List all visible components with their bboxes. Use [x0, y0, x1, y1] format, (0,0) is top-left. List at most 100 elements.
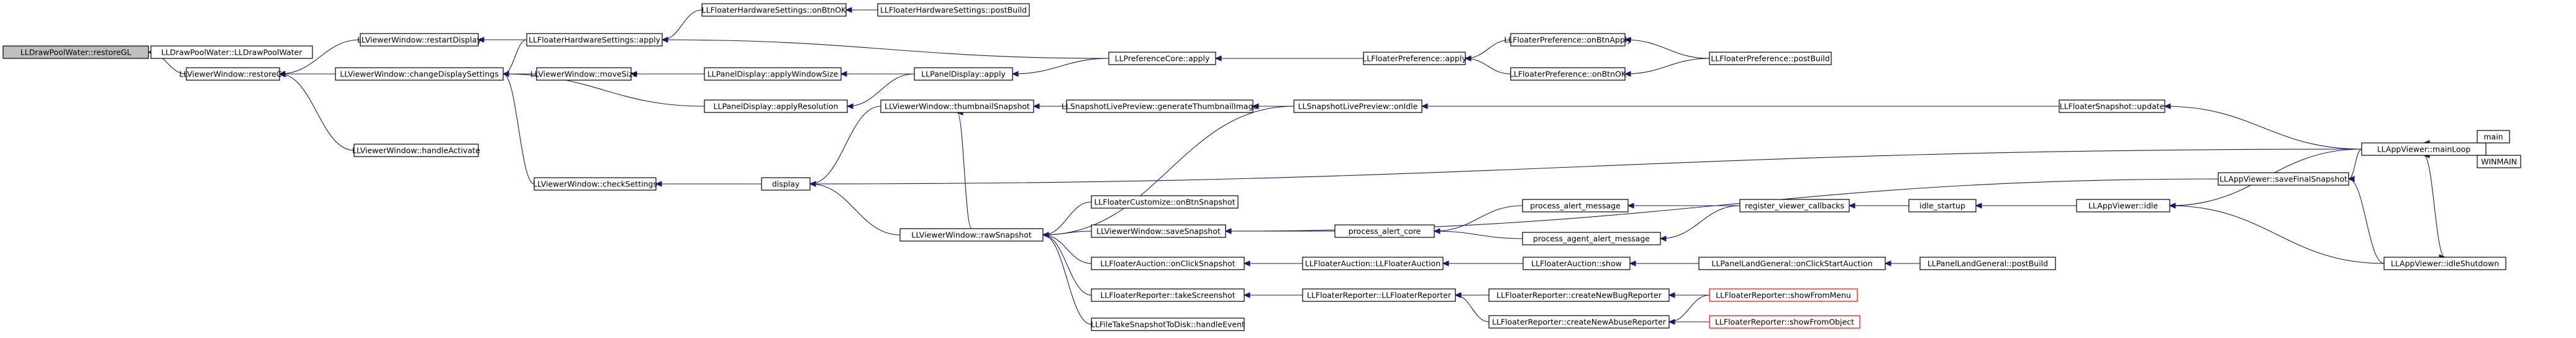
- node-llviewerwindow-checksettings[interactable]: LLViewerWindow::checkSettings: [533, 177, 657, 191]
- node-layer: LLDrawPoolWater::restoreGL LLDrawPoolWate…: [2, 3, 2521, 331]
- node-process-alert-core[interactable]: process_alert_core: [1334, 224, 1435, 238]
- node-llappviewer-savefinalsnapshot[interactable]: LLAppViewer::saveFinalSnapshot: [2218, 172, 2349, 186]
- node-llfloaterreporter-showfromobject[interactable]: LLFloaterReporter::showFromObject: [1709, 315, 1860, 329]
- node-label: LLViewerWindow::restoreGL: [180, 70, 287, 79]
- node-box: [186, 67, 280, 81]
- node-process-alert-message[interactable]: process_alert_message: [1522, 199, 1629, 212]
- node-llpaneldisplay-applywindowsize[interactable]: LLPanelDisplay::applyWindowSize: [704, 67, 842, 81]
- node-label: WINMAIN: [2481, 157, 2517, 167]
- node-llsnapshotlivepreview-onidle[interactable]: LLSnapshotLivePreview::onIdle: [1293, 99, 1422, 113]
- node-llpaneldisplay-applyresolution[interactable]: LLPanelDisplay::applyResolution: [704, 99, 848, 113]
- node-llfloaterpreference-onbtnok[interactable]: LLFloaterPreference::onBtnOK: [1509, 67, 1627, 81]
- node-llviewerwindow-changedisplaysettings[interactable]: LLViewerWindow::changeDisplaySettings: [335, 67, 504, 81]
- node-box: [1510, 33, 1626, 47]
- edge-llviewerwindow-thumbnailsnapshot-to-display: [809, 106, 881, 185]
- node-box: [1488, 315, 1670, 329]
- node-llfloaterpreference-postbuild[interactable]: LLFloaterPreference::postBuild: [1709, 52, 1832, 65]
- node-register-viewer-callbacks[interactable]: register_viewer_callbacks: [1739, 199, 1850, 212]
- node-llsnapshotlivepreview-generatethumbnailimage[interactable]: LLSnapshotLivePreview::generateThumbnail…: [1062, 99, 1258, 113]
- node-label: LLSnapshotLivePreview::generateThumbnail…: [1062, 102, 1258, 111]
- node-label: LLAppViewer::idleShutdown: [2391, 259, 2499, 268]
- node-llappviewer-idleshutdown[interactable]: LLAppViewer::idleShutdown: [2383, 257, 2506, 270]
- node-winmain[interactable]: WINMAIN: [2477, 155, 2521, 168]
- node-llfloaterauction-show[interactable]: LLFloaterAuction::show: [1522, 257, 1631, 270]
- node-llfloaterauction-onclicksnapshot[interactable]: LLFloaterAuction::onClickSnapshot: [1091, 257, 1245, 270]
- node-label: LLAppViewer::saveFinalSnapshot: [2219, 175, 2347, 184]
- node-llfloaterauction-llfloaterauction[interactable]: LLFloaterAuction::LLFloaterAuction: [1302, 257, 1444, 270]
- node-lldrawpoolwater-lldrawpoolwater[interactable]: LLDrawPoolWater::LLDrawPoolWater: [150, 45, 313, 59]
- node-llfiletakesnapshottodisk-handleevent[interactable]: LLFileTakeSnapshotToDisk::handleEvent: [1091, 317, 1245, 331]
- node-box: [1091, 288, 1245, 302]
- node-llviewerwindow-restoregl[interactable]: LLViewerWindow::restoreGL: [180, 67, 287, 81]
- edge-llappviewer-mainloop-to-display: [809, 148, 2362, 185]
- node-box: [704, 67, 842, 81]
- node-llfloaterpreference-onbtnapply[interactable]: LLFloaterPreference::onBtnApply: [1504, 33, 1632, 47]
- node-llpanellandgeneral-postbuild[interactable]: LLPanelLandGeneral::postBuild: [1919, 257, 2056, 270]
- edge-llappviewer-idleshutdown-to-llappviewer-idle: [2169, 205, 2385, 264]
- arrowhead-icon: [1668, 292, 1675, 298]
- arrowhead-icon: [477, 37, 485, 43]
- node-llfloaterreporter-createnewabusereporter[interactable]: LLFloaterReporter::createNewAbuseReporte…: [1488, 315, 1670, 329]
- node-box: [1334, 224, 1435, 238]
- node-box: [536, 67, 632, 81]
- arrowhead-icon: [1224, 228, 1232, 234]
- node-llviewerwindow-thumbnailsnapshot[interactable]: LLViewerWindow::thumbnailSnapshot: [880, 99, 1034, 113]
- edge-llfloaterreporter-createnewabusereporter-to-llfloaterreporter-llfloaterreporter: [1455, 295, 1490, 322]
- node-main[interactable]: main: [2477, 130, 2510, 144]
- node-llviewerwindow-rawsnapshot[interactable]: LLViewerWindow::rawSnapshot: [899, 228, 1044, 242]
- node-label: process_agent_alert_message: [1533, 234, 1650, 244]
- node-llfloaterreporter-createnewbugreporter[interactable]: LLFloaterReporter::createNewBugReporter: [1488, 288, 1670, 302]
- node-llfloaterreporter-takescreenshot[interactable]: LLFloaterReporter::takeScreenshot: [1091, 288, 1245, 302]
- node-label: register_viewer_callbacks: [1745, 201, 1844, 211]
- node-box: [526, 33, 663, 47]
- node-idle-startup[interactable]: idle_startup: [1908, 199, 1977, 212]
- node-llviewerwindow-restartdisplay[interactable]: LLViewerWindow::restartDisplay: [357, 33, 482, 47]
- arrowhead-icon: [278, 71, 286, 77]
- node-llfloaterhardwaresettings-postbuild[interactable]: LLFloaterHardwareSettings::postBuild: [877, 3, 1030, 17]
- node-box: [335, 67, 504, 81]
- node-llappviewer-idle[interactable]: LLAppViewer::idle: [2076, 199, 2170, 212]
- node-label: LLFloaterAuction::LLFloaterAuction: [1305, 259, 1440, 268]
- node-label: LLFloaterReporter::createNewAbuseReporte…: [1492, 317, 1667, 327]
- node-label: LLViewerWindow::saveSnapshot: [1096, 227, 1221, 236]
- node-llappviewer-mainloop[interactable]: LLAppViewer::mainLoop: [2361, 142, 2487, 156]
- node-label: LLPanelDisplay::applyWindowSize: [708, 70, 839, 79]
- node-process-agent-alert-message[interactable]: process_agent_alert_message: [1522, 232, 1661, 245]
- node-llfloatersnapshot-update[interactable]: LLFloaterSnapshot::update: [2059, 99, 2165, 113]
- node-box: [899, 228, 1044, 242]
- node-display[interactable]: display: [761, 177, 811, 191]
- node-llviewerwindow-savesnapshot[interactable]: LLViewerWindow::saveSnapshot: [1091, 224, 1226, 238]
- node-box: [1709, 315, 1860, 329]
- edge-llfloaterauction-onclicksnapshot-to-llviewerwindow-rawsnapshot: [1042, 234, 1092, 264]
- node-llfloaterhardwaresettings-onbtnok[interactable]: LLFloaterHardwareSettings::onBtnOK: [701, 3, 847, 17]
- node-llpreferencecore-apply[interactable]: LLPreferenceCore::apply: [1108, 52, 1216, 65]
- edge-llfloaterpreference-postbuild-to-llfloaterpreference-onbtnok: [1624, 58, 1710, 75]
- node-label: LLFloaterSnapshot::update: [2060, 102, 2165, 111]
- node-llviewerwindow-movesize[interactable]: LLViewerWindow::moveSize: [530, 67, 638, 81]
- node-box: [534, 177, 657, 191]
- node-lldrawpoolwater-restoregl[interactable]: LLDrawPoolWater::restoreGL: [2, 45, 149, 59]
- arrowhead-icon: [840, 71, 847, 77]
- node-llpaneldisplay-apply[interactable]: LLPanelDisplay::apply: [914, 67, 1013, 81]
- node-box: [1510, 67, 1626, 81]
- node-box: [1908, 199, 1977, 212]
- node-label: LLViewerWindow::moveSize: [530, 70, 638, 79]
- node-label: display: [772, 180, 800, 189]
- node-label: LLDrawPoolWater::LLDrawPoolWater: [162, 48, 303, 57]
- node-llpanellandgeneral-onclickstartauction[interactable]: LLPanelLandGeneral::onClickStartAuction: [1698, 257, 1886, 270]
- node-llfloaterpreference-apply[interactable]: LLFloaterPreference::apply: [1362, 52, 1467, 65]
- node-llviewerwindow-handleactivate[interactable]: LLViewerWindow::handleActivate: [352, 144, 480, 157]
- node-llfloaterreporter-llfloaterreporter[interactable]: LLFloaterReporter::LLFloaterReporter: [1302, 288, 1456, 302]
- node-llfloatercustomize-onbtnsnapshot[interactable]: LLFloaterCustomize::onBtnSnapshot: [1091, 195, 1239, 209]
- node-box: [914, 67, 1013, 81]
- node-llfloaterreporter-showfrommenu[interactable]: LLFloaterReporter::showFromMenu: [1709, 288, 1858, 302]
- node-box: [1488, 288, 1670, 302]
- node-label: LLFloaterPreference::onBtnApply: [1504, 35, 1632, 45]
- edge-llpreferencecore-apply-to-llfloaterhardwaresettings-apply: [662, 39, 1109, 59]
- edge-llfloaterhardwaresettings-apply-to-llviewerwindow-changedisplaysettings: [503, 39, 527, 75]
- arrowhead-icon: [1032, 103, 1040, 109]
- node-llfloaterhardwaresettings-apply[interactable]: LLFloaterHardwareSettings::apply: [526, 33, 663, 47]
- node-label: LLAppViewer::idle: [2088, 201, 2158, 211]
- node-box: [353, 144, 479, 157]
- node-label: LLFloaterHardwareSettings::onBtnOK: [702, 6, 847, 15]
